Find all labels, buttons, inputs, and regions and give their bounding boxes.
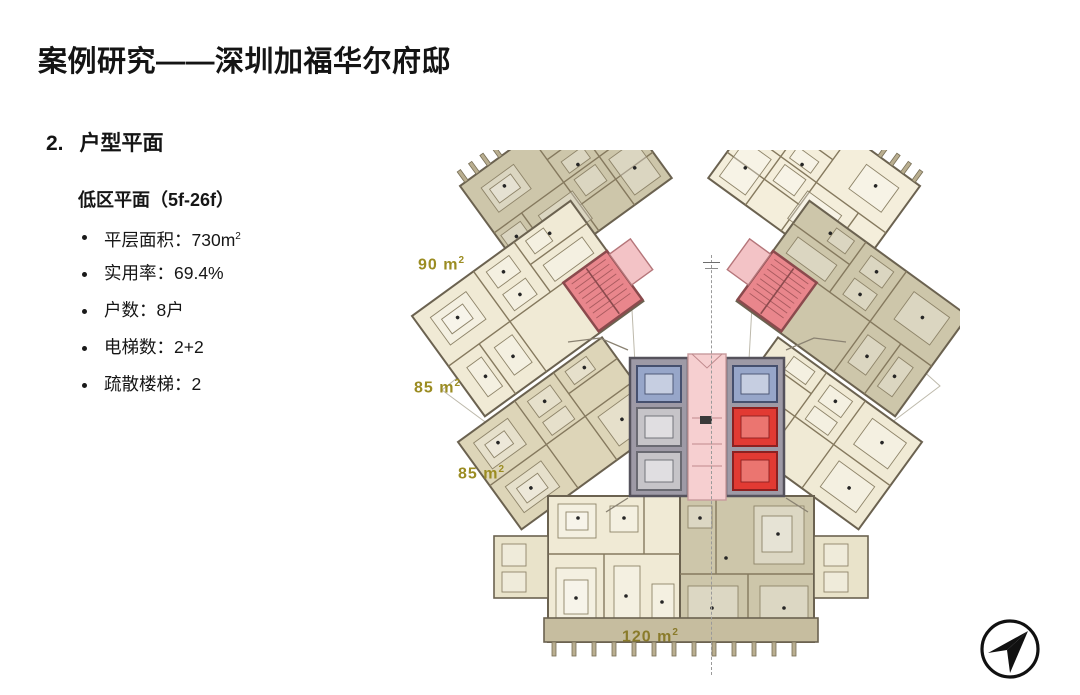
elevator-blue-right xyxy=(732,365,778,403)
unit-superscript: 2 xyxy=(235,231,241,242)
elevator-red-lower xyxy=(732,451,778,491)
core-corridor xyxy=(687,353,727,501)
section-label: 户型平面 xyxy=(79,132,164,155)
north-arrow-icon xyxy=(978,617,1042,681)
spec-text-area: 平层面积：730m xyxy=(104,229,236,250)
axis-cross-tick xyxy=(703,262,720,263)
spec-text-stairs: 疏散楼梯：2 xyxy=(104,374,202,394)
spec-list: 平层面积：730m2 实用率：69.4% 户数：8户 电梯数：2+2 疏散楼梯：… xyxy=(78,218,241,403)
area-label-85-upper: 85 m2 xyxy=(414,378,462,397)
list-item: 平层面积：730m2 xyxy=(78,218,241,255)
list-item: 电梯数：2+2 xyxy=(78,329,241,366)
central-core xyxy=(628,353,786,501)
floor-plan-svg xyxy=(410,81,970,657)
spec-text-elevators: 电梯数：2+2 xyxy=(104,337,204,357)
section-number: 2. xyxy=(46,132,64,155)
list-item: 疏散楼梯：2 xyxy=(78,366,241,403)
core-marker xyxy=(700,416,712,424)
list-item: 户数：8户 xyxy=(78,292,241,329)
spec-text-units: 户数：8户 xyxy=(104,300,184,320)
list-item: 实用率：69.4% xyxy=(78,255,241,292)
stair-antechamber-right xyxy=(726,237,772,286)
center-axis-line xyxy=(711,255,712,675)
wing-mid-left xyxy=(410,199,654,418)
elevator-grey-upper xyxy=(636,407,682,447)
stair-antechamber-left xyxy=(608,237,654,286)
core-connector-walls xyxy=(567,337,847,513)
elevator-grey-lower xyxy=(636,451,682,491)
floor-plan-drawing: 90 m2 85 m2 85 m2 120 m2 xyxy=(400,81,970,670)
area-label-120: 120 m2 xyxy=(622,627,679,646)
axis-cross-tick-secondary xyxy=(705,268,718,269)
wing-mid-right xyxy=(726,199,970,418)
elevator-blue-left xyxy=(636,365,682,403)
elevator-red-upper xyxy=(732,407,778,447)
area-label-85-lower: 85 m2 xyxy=(458,464,506,483)
wing-lower-left xyxy=(456,335,667,531)
page-title: 案例研究——深圳加福华尔府邸 xyxy=(38,46,452,78)
wing-bottom xyxy=(493,495,869,657)
section-heading: 2. 户型平面 xyxy=(46,127,164,157)
spec-text-efficiency: 实用率：69.4% xyxy=(104,263,224,283)
subsection-heading: 低区平面（5f-26f） xyxy=(78,190,235,210)
area-label-90: 90 m2 xyxy=(418,255,466,274)
